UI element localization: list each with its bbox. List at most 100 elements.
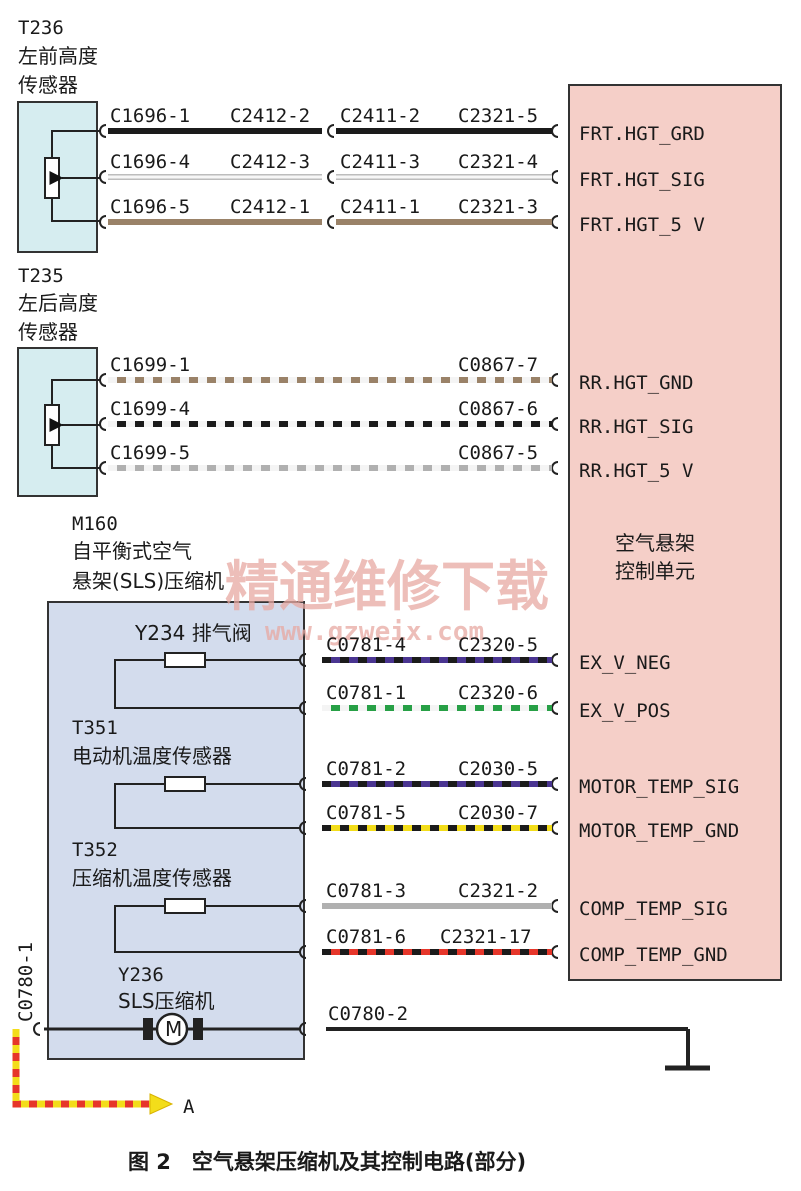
connector-c0780-2: C0780-2 bbox=[328, 1003, 408, 1025]
t351-id: T351 bbox=[72, 717, 118, 739]
connector-label: C2320-5 bbox=[458, 634, 538, 656]
arrow-label-a: A bbox=[183, 1096, 195, 1118]
connector-icon bbox=[99, 170, 107, 184]
connector-label: C0781-6 bbox=[326, 926, 406, 948]
t236-name-2: 传感器 bbox=[18, 73, 78, 97]
connector-label: C1696-1 bbox=[110, 105, 190, 127]
connector-icon bbox=[551, 373, 559, 387]
t236-name-1: 左前高度 bbox=[18, 44, 98, 68]
watermark-text: 精通维修下载 bbox=[225, 555, 549, 618]
ecu-name-2: 控制单元 bbox=[615, 559, 695, 583]
signal-label: FRT.HGT_SIG bbox=[579, 169, 705, 191]
connector-label: C0781-2 bbox=[326, 758, 406, 780]
watermark-url: www.gzweix.com bbox=[265, 617, 484, 647]
ecu-box bbox=[568, 84, 782, 981]
connector-icon bbox=[299, 701, 307, 715]
m160-name-2: 悬架(SLS)压缩机 bbox=[72, 569, 224, 593]
connector-icon bbox=[551, 417, 559, 431]
connector-icon bbox=[299, 945, 307, 959]
connector-label: C2411-2 bbox=[340, 105, 420, 127]
signal-label: FRT.HGT_5 V bbox=[579, 214, 705, 236]
connector-icon bbox=[299, 1022, 307, 1036]
connector-icon bbox=[327, 215, 335, 229]
ecu-name-1: 空气悬架 bbox=[615, 531, 695, 555]
y234-label: Y234 排气阀 bbox=[134, 621, 252, 645]
connector-icon bbox=[551, 777, 559, 791]
motor-symbol: M bbox=[165, 1017, 182, 1041]
connector-icon bbox=[99, 461, 107, 475]
connector-icon bbox=[551, 170, 559, 184]
connector-icon bbox=[99, 373, 107, 387]
y236-name: SLS压缩机 bbox=[118, 989, 215, 1013]
connector-icon bbox=[551, 899, 559, 913]
signal-label: FRT.HGT_GRD bbox=[579, 123, 705, 145]
connector-label: C2321-5 bbox=[458, 105, 538, 127]
connector-icon bbox=[551, 821, 559, 835]
connector-icon bbox=[551, 461, 559, 475]
connector-icon bbox=[551, 124, 559, 138]
connector-label: C2321-4 bbox=[458, 151, 538, 173]
t235-id: T235 bbox=[18, 265, 64, 287]
connector-icon bbox=[299, 821, 307, 835]
connector-label: C2411-3 bbox=[340, 151, 420, 173]
connector-label: C2321-2 bbox=[458, 880, 538, 902]
connector-label: C2412-2 bbox=[230, 105, 310, 127]
signal-label: COMP_TEMP_SIG bbox=[579, 898, 728, 920]
m160-name-1: 自平衡式空气 bbox=[72, 539, 192, 563]
connector-label: C0781-4 bbox=[326, 634, 406, 656]
front-potentiometer bbox=[44, 130, 100, 222]
connector-icon bbox=[551, 945, 559, 959]
t352-name: 压缩机温度传感器 bbox=[72, 866, 232, 890]
connector-label: C0781-3 bbox=[326, 880, 406, 902]
connector-label: C0867-7 bbox=[458, 354, 538, 376]
connector-label: C2412-3 bbox=[230, 151, 310, 173]
connector-icon bbox=[33, 1022, 41, 1036]
connector-label: C2411-1 bbox=[340, 196, 420, 218]
signal-label: EX_V_NEG bbox=[579, 652, 671, 674]
connector-icon bbox=[327, 170, 335, 184]
connector-icon bbox=[299, 777, 307, 791]
connector-label: C2321-17 bbox=[440, 926, 532, 948]
compressor-internals bbox=[114, 652, 300, 953]
y236-id: Y236 bbox=[118, 964, 164, 986]
connector-icon bbox=[551, 701, 559, 715]
connector-icon bbox=[551, 215, 559, 229]
t351-name: 电动机温度传感器 bbox=[72, 744, 232, 768]
connector-icon bbox=[99, 124, 107, 138]
connector-label: C2320-6 bbox=[458, 682, 538, 704]
connector-icon bbox=[299, 899, 307, 913]
connector-label: C0867-5 bbox=[458, 442, 538, 464]
signal-label: RR.HGT_5 V bbox=[579, 460, 693, 482]
connector-label: C1696-4 bbox=[110, 151, 190, 173]
connector-label: C1699-4 bbox=[110, 398, 190, 420]
connector-c0780-1: C0780-1 bbox=[15, 942, 37, 1022]
m160-id: M160 bbox=[72, 513, 118, 535]
signal-label: MOTOR_TEMP_SIG bbox=[579, 776, 739, 798]
signal-label: COMP_TEMP_GND bbox=[579, 944, 728, 966]
compressor-box bbox=[47, 601, 305, 1060]
connector-label: C2030-7 bbox=[458, 802, 538, 824]
signal-label: RR.HGT_GND bbox=[579, 372, 693, 394]
connector-label: C1699-1 bbox=[110, 354, 190, 376]
signal-label: EX_V_POS bbox=[579, 700, 671, 722]
connector-label: C2030-5 bbox=[458, 758, 538, 780]
t235-name-1: 左后高度 bbox=[18, 291, 98, 315]
connector-label: C2412-1 bbox=[230, 196, 310, 218]
t352-id: T352 bbox=[72, 839, 118, 861]
connector-icon bbox=[99, 215, 107, 229]
signal-label: MOTOR_TEMP_GND bbox=[579, 820, 739, 842]
t235-name-2: 传感器 bbox=[18, 320, 78, 344]
signal-label: RR.HGT_SIG bbox=[579, 416, 693, 438]
t236-id: T236 bbox=[18, 17, 64, 39]
rear-potentiometer bbox=[44, 379, 100, 469]
figure-caption: 图 2 空气悬架压缩机及其控制电路(部分) bbox=[128, 1150, 526, 1174]
connector-label: C0867-6 bbox=[458, 398, 538, 420]
connector-label: C2321-3 bbox=[458, 196, 538, 218]
connector-label: C1699-5 bbox=[110, 442, 190, 464]
connector-icon bbox=[551, 653, 559, 667]
connector-icon bbox=[299, 653, 307, 667]
connector-label: C0781-1 bbox=[326, 682, 406, 704]
motor-power-line bbox=[12, 1012, 710, 1115]
